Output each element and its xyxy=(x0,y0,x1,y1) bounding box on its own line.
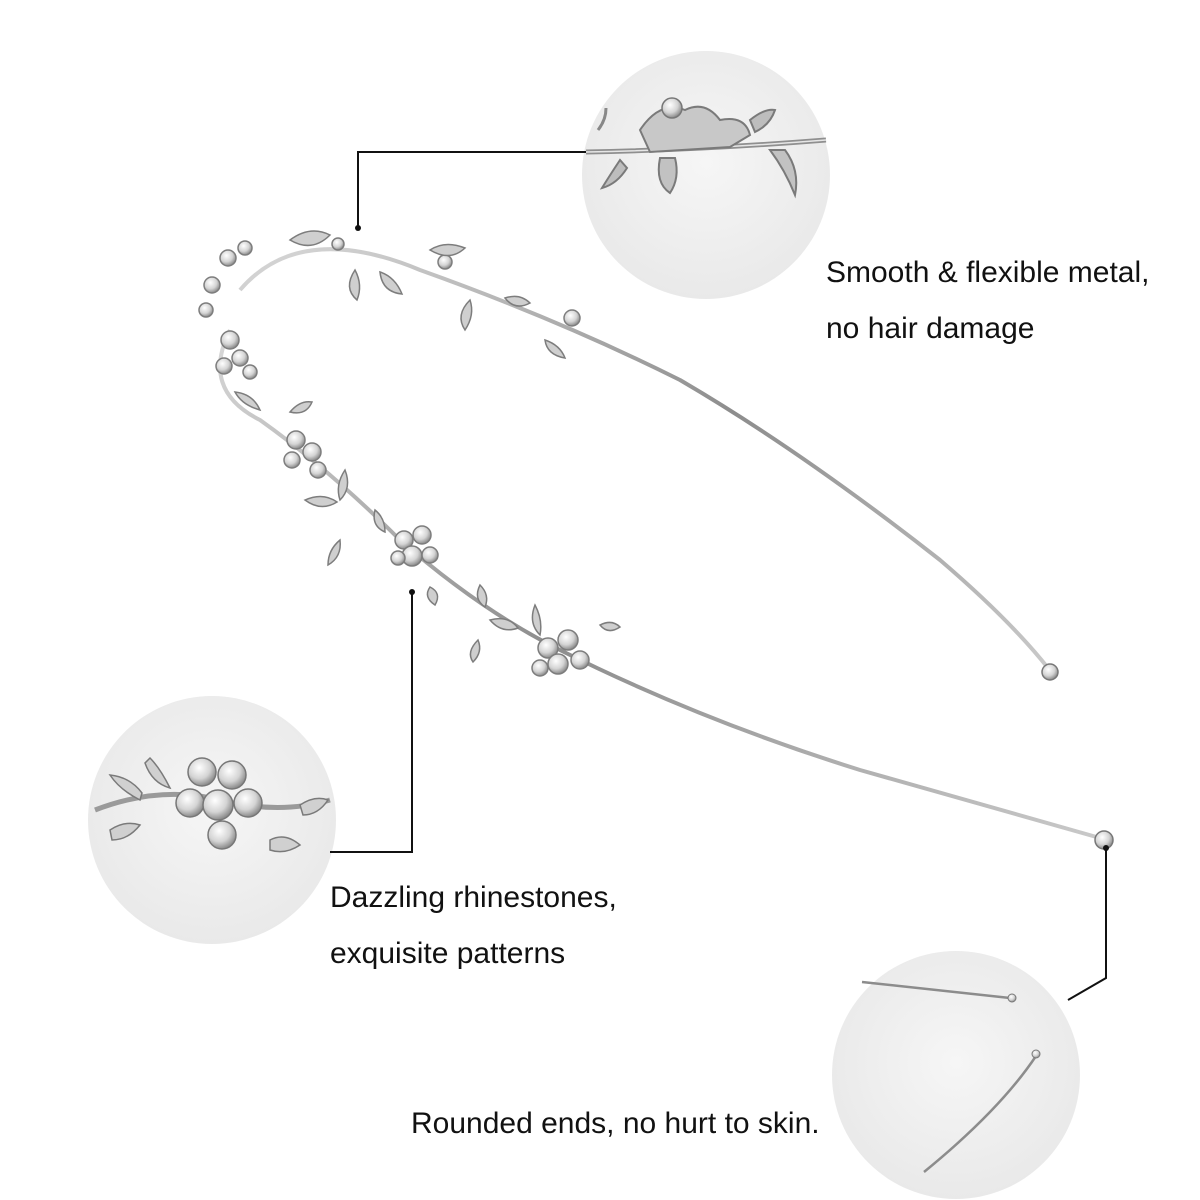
feature-metal-line-1: Smooth & flexible metal, xyxy=(826,256,1150,289)
leader-line-ends xyxy=(1067,848,1107,1001)
leader-line-metal xyxy=(357,151,586,228)
headband-end-upper xyxy=(1041,663,1059,681)
detail-circle-rhinestones xyxy=(88,696,336,944)
feature-caption-metal: Smooth & flexible metal, no hair damage xyxy=(826,245,1149,357)
leader-dot-metal xyxy=(355,225,361,231)
feature-caption-ends: Rounded ends, no hurt to skin. xyxy=(411,1096,820,1152)
feature-rhinestones-line-1: Dazzling rhinestones, xyxy=(330,881,617,914)
leader-dot-rhinestones xyxy=(409,589,415,595)
feature-rhinestones-line-2: exquisite patterns xyxy=(330,937,566,970)
rhinestone-detail-closeup xyxy=(94,756,331,853)
feature-caption-rhinestones: Dazzling rhinestones, exquisite patterns xyxy=(330,870,617,982)
leader-dot-ends xyxy=(1103,845,1109,851)
metal-detail-closeup xyxy=(585,97,827,199)
headband xyxy=(198,230,1114,850)
leader-lines xyxy=(330,151,1107,1001)
feature-metal-line-2: no hair damage xyxy=(826,312,1035,345)
detail-circle-ends xyxy=(832,951,1080,1199)
ends-detail-closeup xyxy=(861,980,1041,1173)
leader-line-rhinestones xyxy=(330,592,413,853)
feature-ends-line-1: Rounded ends, no hurt to skin. xyxy=(411,1107,820,1140)
